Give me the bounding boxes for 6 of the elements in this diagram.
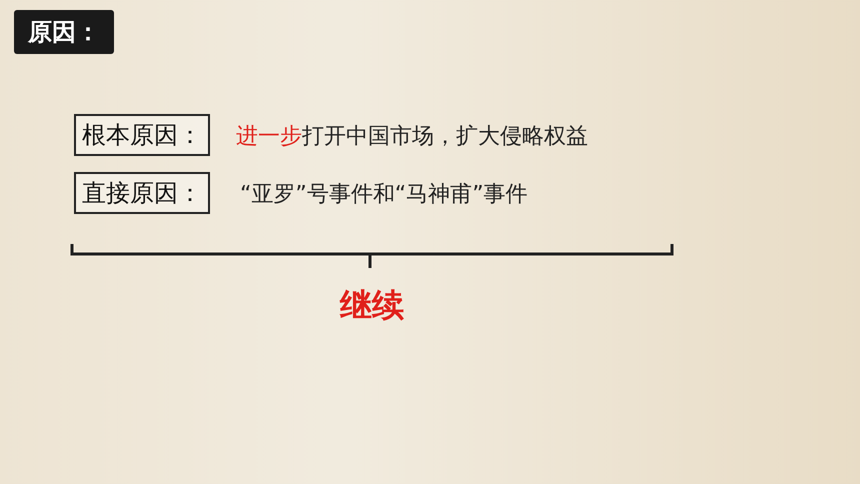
result-label: 继续 xyxy=(340,285,404,326)
heading: 原因： xyxy=(14,10,114,54)
label-box: 根本原因： xyxy=(74,114,210,156)
description-text: “亚罗”号事件和“马神甫”事件 xyxy=(240,181,528,209)
label-box: 直接原因： xyxy=(74,172,210,214)
description-text: 进一步打开中国市场，扩大侵略权益 xyxy=(236,123,588,151)
